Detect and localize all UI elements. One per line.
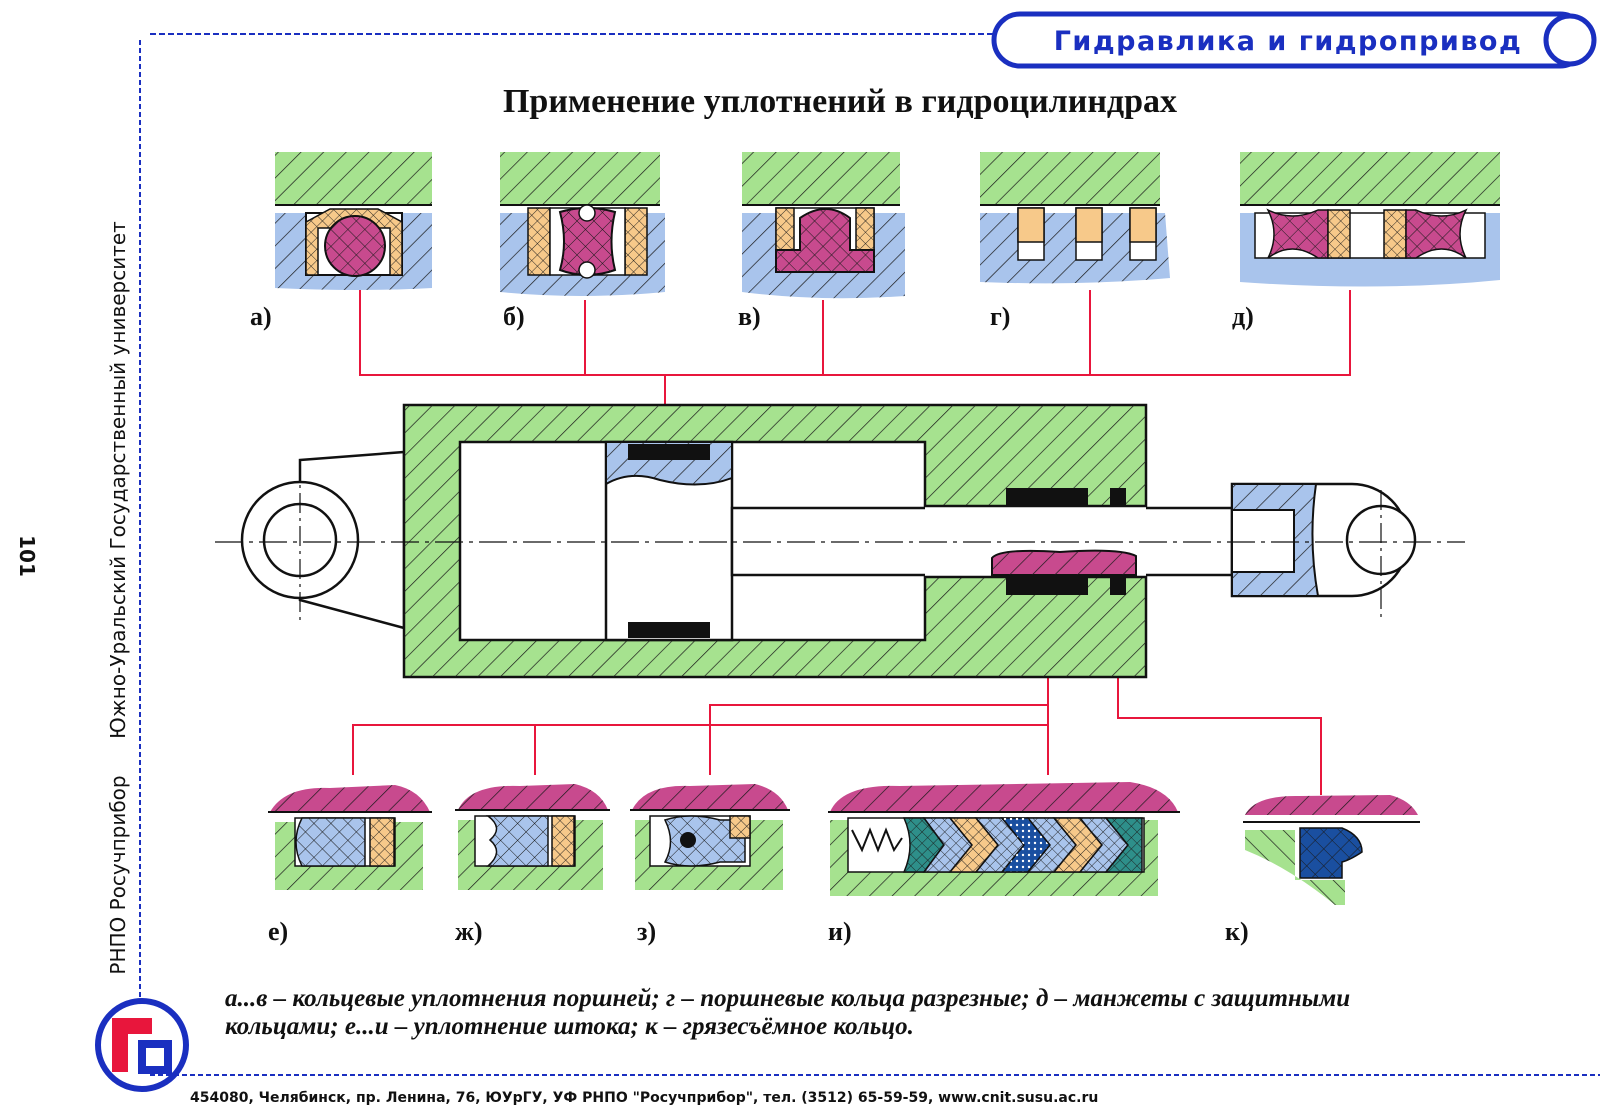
main-cylinder (215, 403, 1465, 679)
leader-top-bus (359, 290, 1351, 376)
footer-address: 454080, Челябинск, пр. Ленина, 76, ЮУрГУ… (190, 1090, 1098, 1106)
caption-line-2: кольцами; е...и – уплотнение штока; к – … (225, 1013, 914, 1040)
label-i: и) (828, 917, 852, 946)
seal-a (275, 152, 432, 290)
label-b: б) (503, 302, 525, 331)
sidebar-publisher: РНПО Росучприбор (106, 775, 130, 974)
page-number: 101 (15, 535, 39, 577)
seal-i (828, 782, 1180, 896)
wiper-top (1110, 488, 1126, 506)
label-d: д) (1232, 302, 1254, 331)
front-eye-thread (1231, 509, 1295, 573)
label-v: в) (738, 302, 761, 331)
header-circle-icon (1543, 13, 1597, 67)
seal-z (630, 784, 790, 890)
label-k: к) (1225, 917, 1249, 946)
leader-z (709, 704, 1048, 775)
seal-k (1243, 795, 1420, 905)
label-a: а) (250, 302, 272, 331)
seal-d (1240, 152, 1500, 287)
publisher-logo-icon (95, 998, 189, 1092)
header-bar: Гидравлика и гидропривод (150, 11, 1597, 69)
label-e: е) (268, 917, 288, 946)
seal-g (980, 152, 1170, 284)
label-z: з) (637, 917, 656, 946)
left-sidebar: Южно-Уральский Государственный университ… (15, 40, 189, 1092)
seal-e (268, 785, 432, 890)
rod-section-hatch (992, 550, 1136, 575)
sidebar-university: Южно-Уральский Государственный университ… (106, 221, 130, 739)
seal-b (500, 152, 665, 296)
rod-seal-bottom (1006, 577, 1088, 595)
wiper-bottom (1110, 577, 1126, 595)
header-subject: Гидравлика и гидропривод (1054, 26, 1523, 57)
rod-seal-top (1006, 488, 1088, 506)
caption-line-1: а...в – кольцевые уплотнения поршней; г … (225, 985, 1350, 1012)
piston-seal-bottom (628, 622, 710, 638)
spring-icon (851, 827, 903, 853)
leader-k (1117, 603, 1322, 795)
piston-seal-top (628, 444, 710, 460)
seal-v (742, 152, 905, 299)
label-zh: ж) (455, 917, 483, 946)
label-g: г) (990, 302, 1010, 331)
seal-zh (455, 784, 610, 890)
page-title: Применение уплотнений в гидроцилиндрах (503, 83, 1177, 120)
